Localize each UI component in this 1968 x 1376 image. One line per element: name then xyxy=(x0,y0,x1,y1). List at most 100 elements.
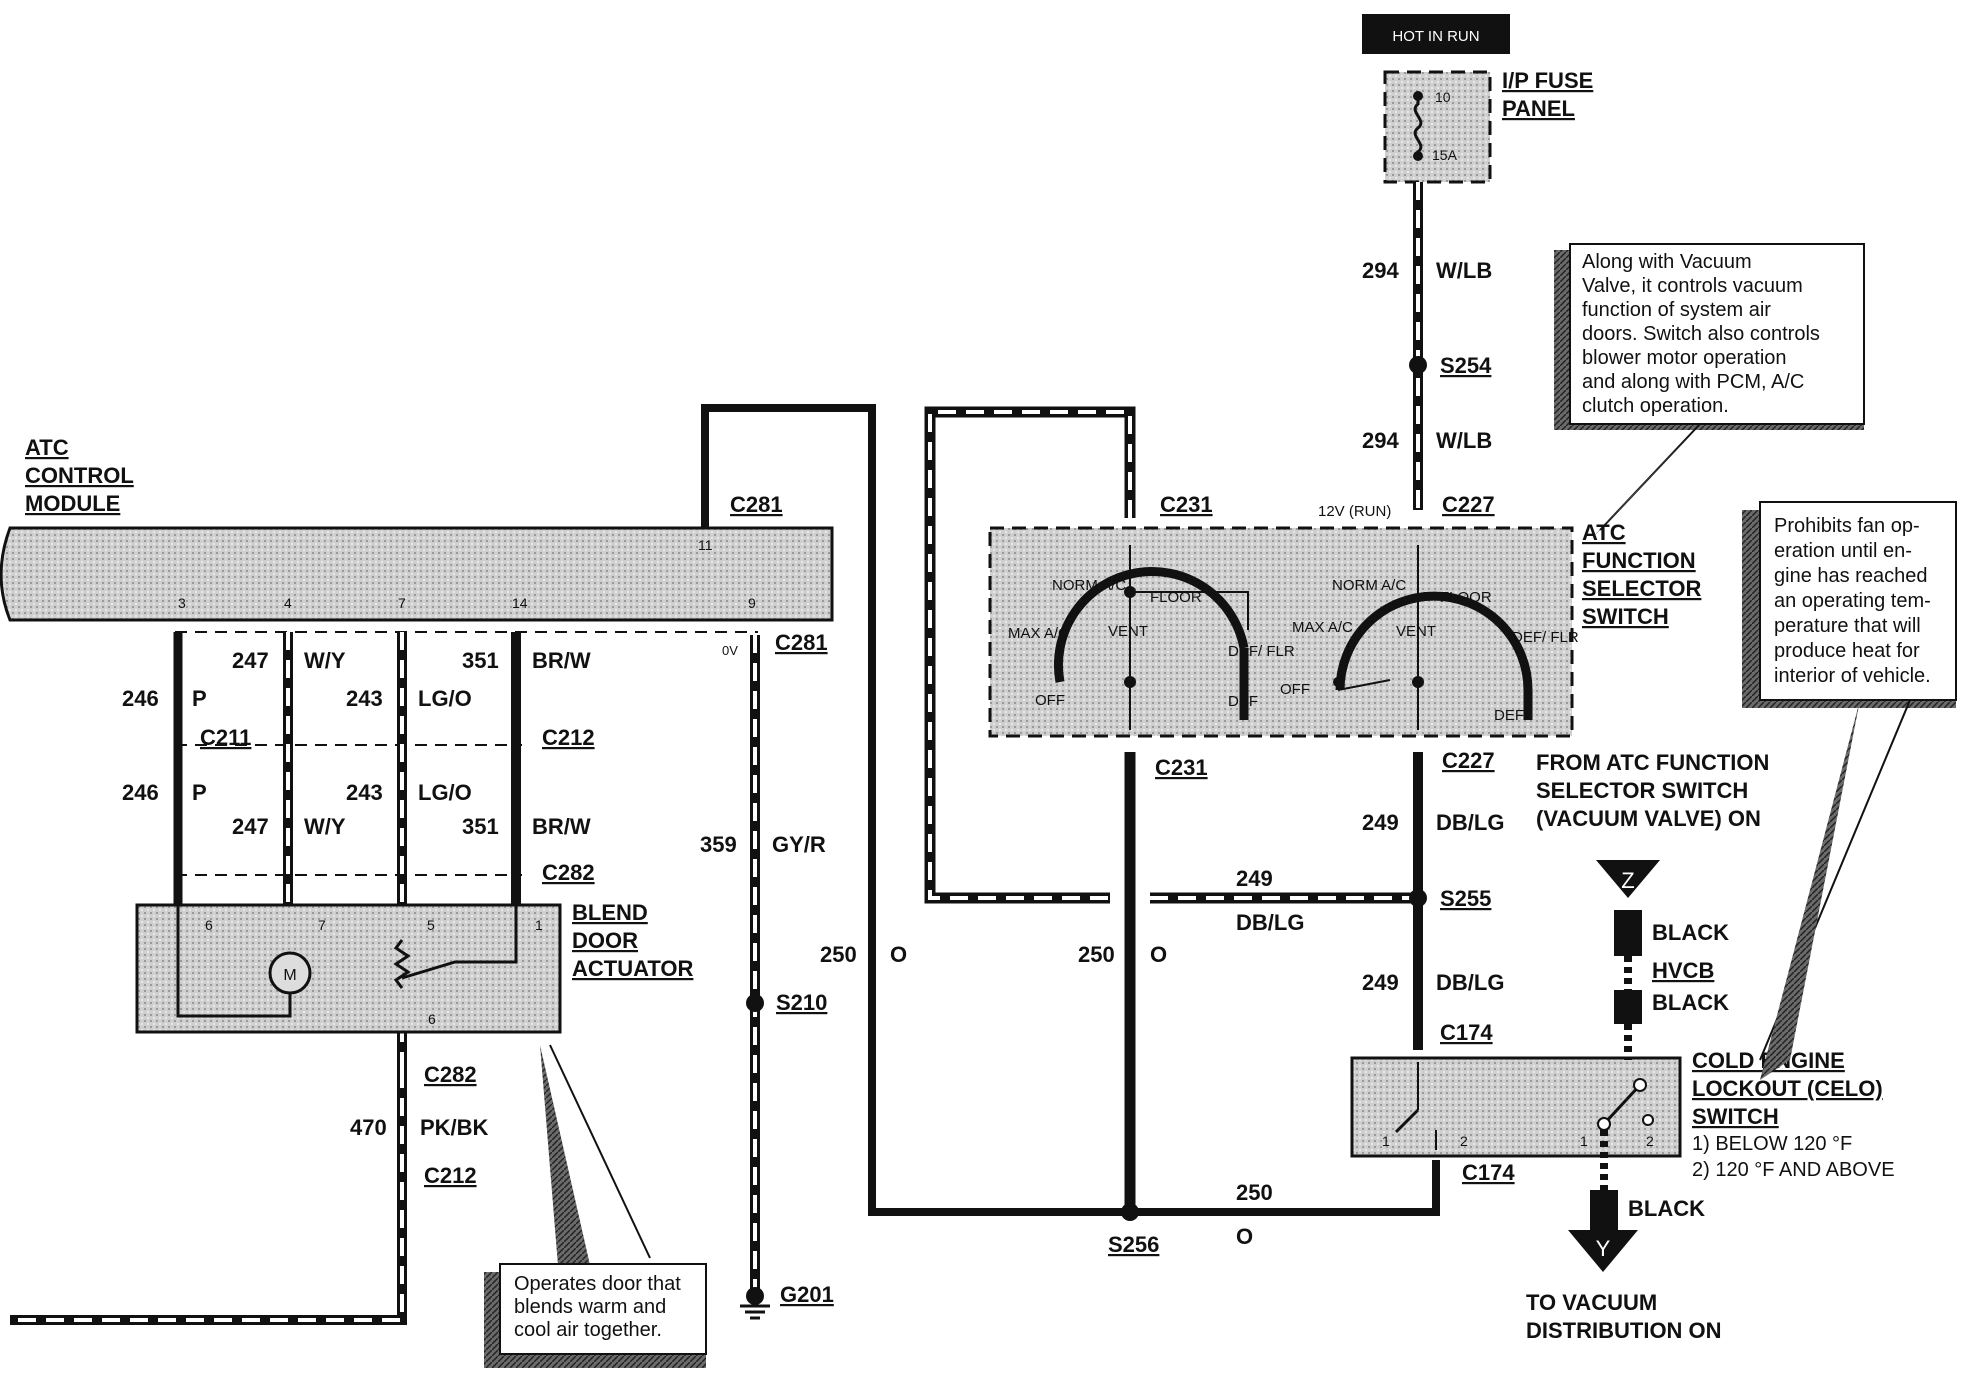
svg-text:C211: C211 xyxy=(200,725,251,750)
svg-text:SWITCH: SWITCH xyxy=(1692,1104,1779,1129)
svg-text:BLEND: BLEND xyxy=(572,900,648,925)
svg-text:C212: C212 xyxy=(542,725,595,750)
svg-text:ATC: ATC xyxy=(1582,520,1626,545)
svg-text:LG/O: LG/O xyxy=(418,780,472,805)
svg-text:G201: G201 xyxy=(780,1282,834,1307)
svg-text:249: 249 xyxy=(1362,810,1399,835)
svg-text:FUNCTION: FUNCTION xyxy=(1582,548,1696,573)
svg-text:SELECTOR SWITCH: SELECTOR SWITCH xyxy=(1536,778,1748,803)
svg-text:12V (RUN): 12V (RUN) xyxy=(1318,503,1391,520)
svg-text:P: P xyxy=(192,686,207,711)
svg-text:MODULE: MODULE xyxy=(25,491,120,516)
svg-text:ATC: ATC xyxy=(25,435,69,460)
hot-in-run-badge: HOT IN RUN xyxy=(1362,14,1510,54)
svg-text:HOT IN RUN: HOT IN RUN xyxy=(1392,28,1479,45)
svg-text:249: 249 xyxy=(1362,970,1399,995)
svg-text:C174: C174 xyxy=(1440,1020,1493,1045)
blend-note-line: blends warm and xyxy=(514,1296,666,1318)
svg-text:246: 246 xyxy=(122,780,159,805)
svg-text:250: 250 xyxy=(1236,1180,1273,1205)
svg-text:HVCB: HVCB xyxy=(1652,958,1714,983)
svg-text:1) BELOW 120 °F: 1) BELOW 120 °F xyxy=(1692,1133,1852,1155)
celo-note-line: perature that will xyxy=(1774,615,1921,637)
svg-text:250: 250 xyxy=(1078,942,1115,967)
wire-249: C227 249 DB/LG S255 249 DB/LG C174 FROM … xyxy=(1362,748,1769,1050)
celo-note-line: interior of vehicle. xyxy=(1774,665,1931,687)
blend-note-line: Operates door that xyxy=(514,1273,681,1295)
svg-text:OFF: OFF xyxy=(1035,692,1065,709)
fuse-panel-label-2: PANEL xyxy=(1502,96,1575,121)
svg-text:2) 120 °F AND ABOVE: 2) 120 °F AND ABOVE xyxy=(1692,1159,1895,1181)
atc-function-selector-switch: NORM A/C MAX A/C OFF VENT FLOOR DEF/ FLR… xyxy=(988,520,1702,738)
svg-text:C231: C231 xyxy=(1160,492,1213,517)
splice-s210 xyxy=(746,994,764,1012)
svg-text:BLACK: BLACK xyxy=(1628,1196,1705,1221)
splice-s256 xyxy=(1121,1203,1139,1221)
svg-text:S254: S254 xyxy=(1440,353,1492,378)
celo-note-line: gine has reached xyxy=(1774,565,1927,587)
svg-text:351: 351 xyxy=(462,814,499,839)
svg-text:DEF/ FLR: DEF/ FLR xyxy=(1512,629,1579,646)
svg-text:LOCKOUT (CELO): LOCKOUT (CELO) xyxy=(1692,1076,1883,1101)
svg-text:PK/BK: PK/BK xyxy=(420,1115,489,1140)
svg-text:C282: C282 xyxy=(542,860,595,885)
selector-note-line: doors. Switch also controls xyxy=(1582,323,1820,345)
celo-note-line: eration until en- xyxy=(1774,540,1912,562)
svg-text:SWITCH: SWITCH xyxy=(1582,604,1669,629)
celo-note-line: an operating tem- xyxy=(1774,590,1931,612)
wire-351: 351 BR/W 351 BR/W C212 C282 xyxy=(462,632,595,905)
svg-text:7: 7 xyxy=(398,595,406,611)
svg-text:ACTUATOR: ACTUATOR xyxy=(572,956,694,981)
svg-text:OFF: OFF xyxy=(1280,681,1310,698)
svg-text:W/Y: W/Y xyxy=(304,648,346,673)
svg-text:5: 5 xyxy=(427,917,435,933)
svg-text:249: 249 xyxy=(1236,866,1273,891)
svg-text:Z: Z xyxy=(1621,868,1634,893)
svg-text:P: P xyxy=(192,780,207,805)
fuse-rating: 15A xyxy=(1432,147,1458,163)
atc-control-module: ATC CONTROL MODULE 3 4 7 14 9 11 0V xyxy=(0,435,834,658)
wire-246: 246 P 246 P C211 xyxy=(122,632,251,905)
svg-text:C227: C227 xyxy=(1442,748,1495,773)
svg-text:DB/LG: DB/LG xyxy=(1436,970,1504,995)
svg-text:GY/R: GY/R xyxy=(772,832,826,857)
svg-text:C281: C281 xyxy=(775,630,828,655)
svg-text:C231: C231 xyxy=(1155,755,1208,780)
svg-text:1: 1 xyxy=(1580,1133,1588,1149)
svg-text:SELECTOR: SELECTOR xyxy=(1582,576,1702,601)
svg-text:W/LB: W/LB xyxy=(1436,258,1492,283)
svg-text:247: 247 xyxy=(232,814,269,839)
svg-text:246: 246 xyxy=(122,686,159,711)
svg-text:6: 6 xyxy=(428,1011,436,1027)
svg-text:9: 9 xyxy=(748,595,756,611)
svg-text:FROM ATC FUNCTION: FROM ATC FUNCTION xyxy=(1536,750,1769,775)
ip-fuse-panel: 10 15A I/P FUSE PANEL xyxy=(1383,68,1593,184)
svg-text:2: 2 xyxy=(1460,1133,1468,1149)
svg-text:DISTRIBUTION ON: DISTRIBUTION ON xyxy=(1526,1318,1722,1343)
fuse-panel-label-1: I/P FUSE xyxy=(1502,68,1593,93)
svg-text:LG/O: LG/O xyxy=(418,686,472,711)
svg-text:FLOOR: FLOOR xyxy=(1150,589,1202,606)
svg-text:470: 470 xyxy=(350,1115,387,1140)
svg-text:BLACK: BLACK xyxy=(1652,990,1729,1015)
celo-note-line: produce heat for xyxy=(1774,640,1920,662)
svg-text:CONTROL: CONTROL xyxy=(25,463,134,488)
vacuum-lines: Z BLACK HVCB BLACK BLACK Y TO VACUUM DIS… xyxy=(1526,860,1729,1343)
svg-text:247: 247 xyxy=(232,648,269,673)
wire-249-loop: C231 C231 250 O 249 DB/LG xyxy=(924,406,1418,1212)
svg-text:W/Y: W/Y xyxy=(304,814,346,839)
svg-text:DOOR: DOOR xyxy=(572,928,638,953)
svg-text:243: 243 xyxy=(346,686,383,711)
svg-text:S255: S255 xyxy=(1440,886,1491,911)
svg-text:W/LB: W/LB xyxy=(1436,428,1492,453)
svg-text:BLACK: BLACK xyxy=(1652,920,1729,945)
svg-text:Y: Y xyxy=(1596,1236,1611,1261)
svg-text:O: O xyxy=(890,942,907,967)
svg-text:11: 11 xyxy=(698,537,713,553)
svg-text:1: 1 xyxy=(535,917,543,933)
svg-text:351: 351 xyxy=(462,648,499,673)
svg-text:(VACUUM VALVE) ON: (VACUUM VALVE) ON xyxy=(1536,806,1761,831)
selector-note-line: blower motor operation xyxy=(1582,347,1787,369)
